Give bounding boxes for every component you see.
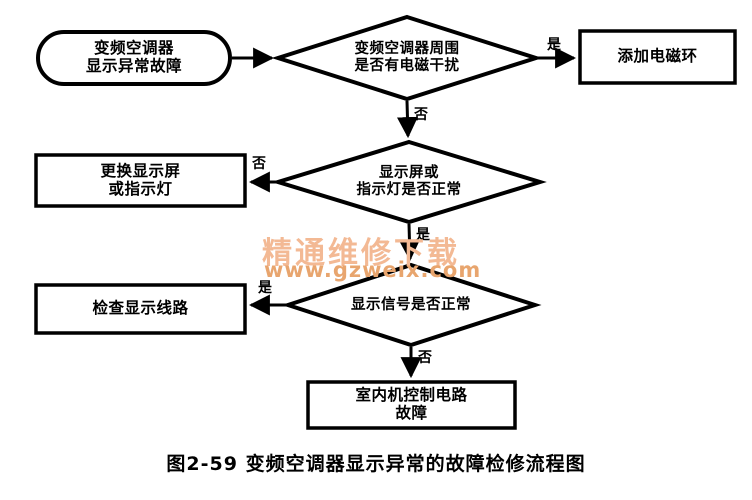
node-decision2-shape: [271, 139, 547, 225]
edge-decision1-no-to-decision2: [396, 100, 418, 139]
edge-label-decision2-no: 否: [252, 156, 266, 172]
edge-decision2-yes-to-decision3: [398, 223, 420, 262]
node-action3-shape: [34, 283, 247, 335]
edge-label-decision1-no: 否: [414, 107, 428, 123]
node-result-shape: [306, 380, 517, 430]
edge-label-decision1-yes: 是: [547, 37, 561, 53]
node-start-shape: [36, 30, 232, 86]
figure-caption: 图2-59 变频空调器显示异常的故障检修流程图: [166, 453, 586, 475]
edge-label-decision3-no: 否: [418, 350, 432, 366]
node-action2-shape: [34, 153, 247, 208]
edge-label-decision2-yes: 是: [416, 227, 430, 243]
node-action1-shape: [578, 29, 737, 85]
edge-label-decision3-yes: 是: [258, 280, 272, 296]
node-decision3-shape: [281, 262, 542, 348]
node-decision1-shape: [271, 14, 543, 102]
